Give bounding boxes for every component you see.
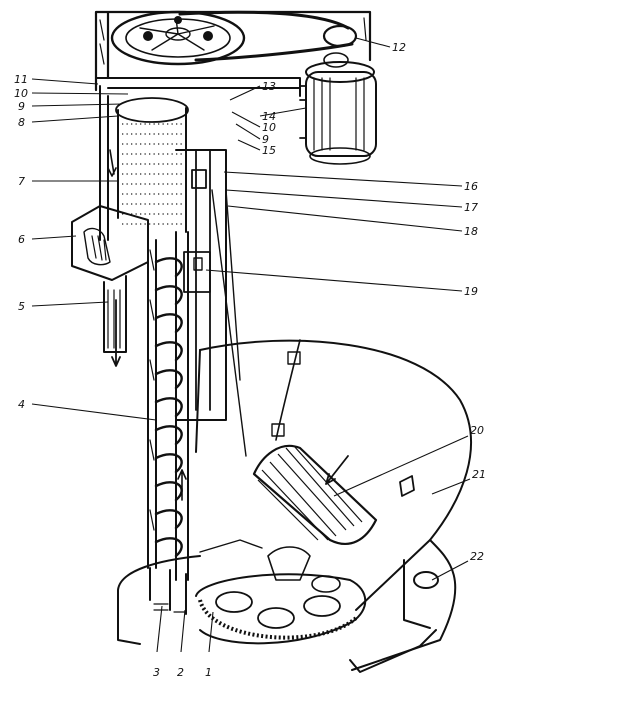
callout-label-17: 17 [464,201,478,214]
inner-column [175,149,247,457]
callout-label-6: 6 [18,233,25,246]
callout-line-19 [205,269,463,292]
callout-label-7: 7 [18,175,25,188]
callout-line-14 [259,107,307,117]
callout-label-14: 14 [262,110,276,123]
callout-line-10a [31,92,129,95]
callout-label-3: 3 [153,666,160,679]
electric-motor [299,52,377,165]
callout-label-8: 8 [18,116,25,129]
drive-belt [178,10,358,62]
callout-label-16: 16 [464,180,478,193]
callout-label-5: 5 [18,300,25,313]
callout-label-12: 12 [392,41,406,54]
callout-line-13 [229,85,261,101]
callout-label-19: 19 [464,285,478,298]
screw-auger [154,231,189,581]
base-and-gear [117,539,439,673]
machine-drawing [71,10,473,673]
callout-line-17 [225,189,463,208]
callout-label-13: 13 [262,80,276,93]
callout-line-2 [180,609,186,653]
curved-screen [252,444,378,546]
callout-label-11: 11 [14,73,28,86]
callout-line-21 [431,478,471,495]
callout-line-22 [431,560,469,581]
callout-line-18 [227,205,463,232]
callout-label-20: 20 [470,424,484,437]
callout-line-5 [31,301,109,307]
callout-label-10b: 10 [262,121,276,134]
callout-label-15: 15 [262,144,276,157]
callout-label-9b: 9 [262,133,269,146]
callout-line-15 [237,139,261,151]
callout-line-1 [208,611,214,653]
trough [195,339,473,671]
callout-label-22: 22 [470,550,484,563]
callout-line-4 [31,403,157,421]
callout-line-10b [231,111,261,128]
callout-line-11 [31,78,99,85]
top-pulley [110,10,246,66]
callout-label-2: 2 [177,666,184,679]
callout-label-18: 18 [464,225,478,238]
outlet-chute [71,205,149,367]
perforated-drum [107,97,189,233]
callout-line-16 [223,171,463,187]
callout-line-9a [31,103,123,107]
callout-line-3 [156,605,163,653]
callout-labels: 1 2 3 4 5 6 7 8 9 10 11 12 13 14 10 9 15… [14,41,486,679]
callout-line-6 [31,235,77,240]
callout-label-10a: 10 [14,87,28,100]
callout-line-20 [333,435,469,497]
callout-line-9b [235,123,261,140]
callout-label-1: 1 [205,666,212,679]
callout-line-8 [31,115,119,123]
callout-line-12 [355,37,391,48]
callout-label-4: 4 [18,398,25,411]
callout-label-9a: 9 [18,100,25,113]
callout-label-21: 21 [472,468,486,481]
callout-lines [31,37,471,653]
